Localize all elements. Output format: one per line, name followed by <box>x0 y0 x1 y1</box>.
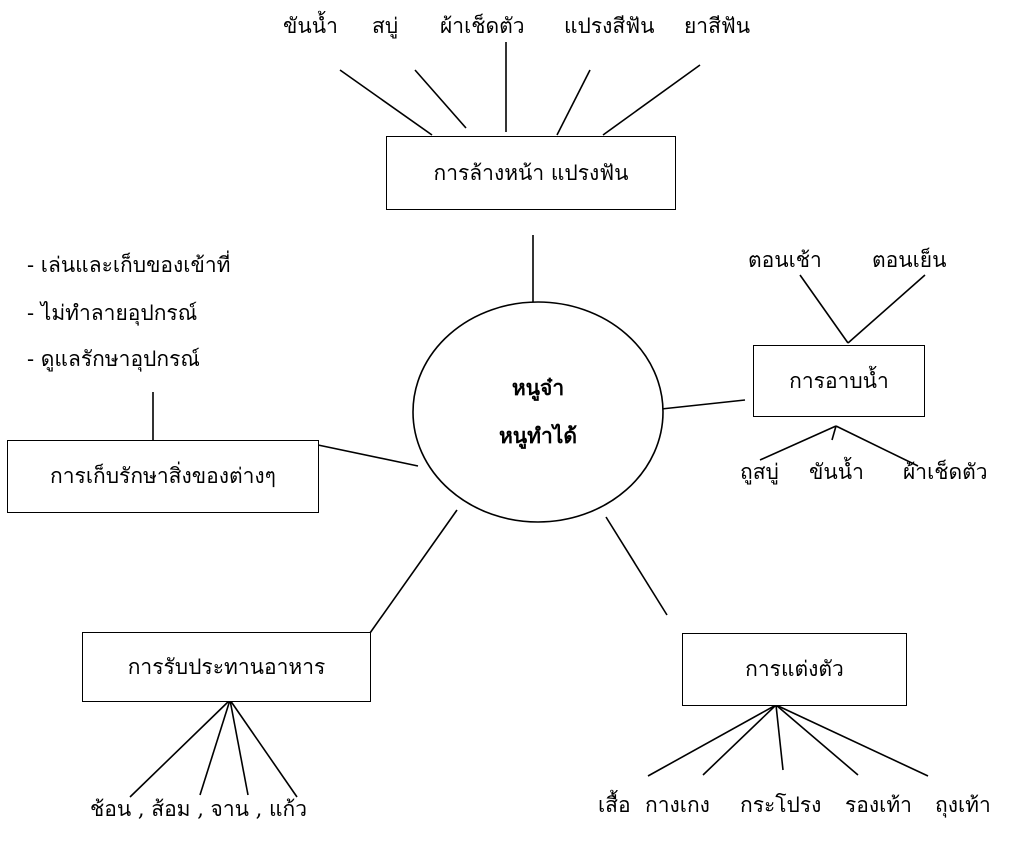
dress-item-skirt: กระโปรง <box>740 793 822 817</box>
bath-time-morning: ตอนเช้า <box>748 248 822 272</box>
branch-line <box>775 704 859 776</box>
bath-box: การอาบน้ำ <box>753 345 925 417</box>
store-note-1: - เล่นและเก็บของเข้าที่ <box>27 253 231 277</box>
dress-item-shirt: เสื้อ <box>598 793 631 817</box>
wash-item-soap: สบู่ <box>372 14 399 38</box>
branch-line <box>229 699 249 796</box>
bath-time-evening: ตอนเย็น <box>872 248 947 272</box>
branch-line <box>199 699 231 796</box>
wash-item-toothpaste: ยาสีฟัน <box>684 14 751 38</box>
branch-line <box>129 699 231 798</box>
branch-line <box>775 704 784 771</box>
branch-line <box>647 704 777 777</box>
branch-line <box>835 425 919 467</box>
dress-item-pants: กางเกง <box>645 793 710 817</box>
branch-line <box>556 69 591 136</box>
dress-item-socks: ถุงเท้า <box>935 793 991 817</box>
branch-line <box>831 425 837 441</box>
wash-box: การล้างหน้า แปรงฟัน <box>386 136 676 210</box>
branch-line <box>339 69 433 136</box>
branch-line <box>847 274 926 344</box>
branch-line <box>369 509 458 634</box>
wash-item-toothbrush: แปรงสีฟัน <box>564 14 655 38</box>
branch-line <box>317 444 419 467</box>
branch-line <box>759 425 837 461</box>
branch-line <box>229 699 298 798</box>
center-title-line2: หนูทำได้ <box>498 423 578 448</box>
eat-items: ช้อน , ส้อม , จาน , แก้ว <box>90 797 308 821</box>
wash-item-bowl: ขันน้ำ <box>283 14 338 38</box>
dress-box: การแต่งตัว <box>682 633 907 706</box>
branch-line <box>605 516 668 616</box>
branch-line <box>775 704 929 777</box>
wash-item-towel: ผ้าเช็ดตัว <box>440 14 525 38</box>
dress-item-shoes: รองเท้า <box>845 793 912 817</box>
store-box: การเก็บรักษาสิ่งของต่างๆ <box>7 440 319 513</box>
center-ellipse <box>412 301 664 523</box>
bath-item-towel: ผ้าเช็ดตัว <box>903 460 988 484</box>
branch-line <box>702 704 777 776</box>
branch-line <box>651 399 746 411</box>
eat-box: การรับประทานอาหาร <box>82 632 371 702</box>
store-note-3: - ดูแลรักษาอุปกรณ์ <box>27 347 200 371</box>
branch-line <box>799 274 849 344</box>
branch-line <box>602 64 701 136</box>
store-note-2: - ไม่ทำลายอุปกรณ์ <box>27 301 198 325</box>
bath-item-soap: ถูสบู่ <box>740 460 779 484</box>
branch-line <box>414 69 467 129</box>
bath-item-bowl: ขันน้ำ <box>809 460 864 484</box>
center-title-line1: หนูจ๋า <box>511 375 565 400</box>
